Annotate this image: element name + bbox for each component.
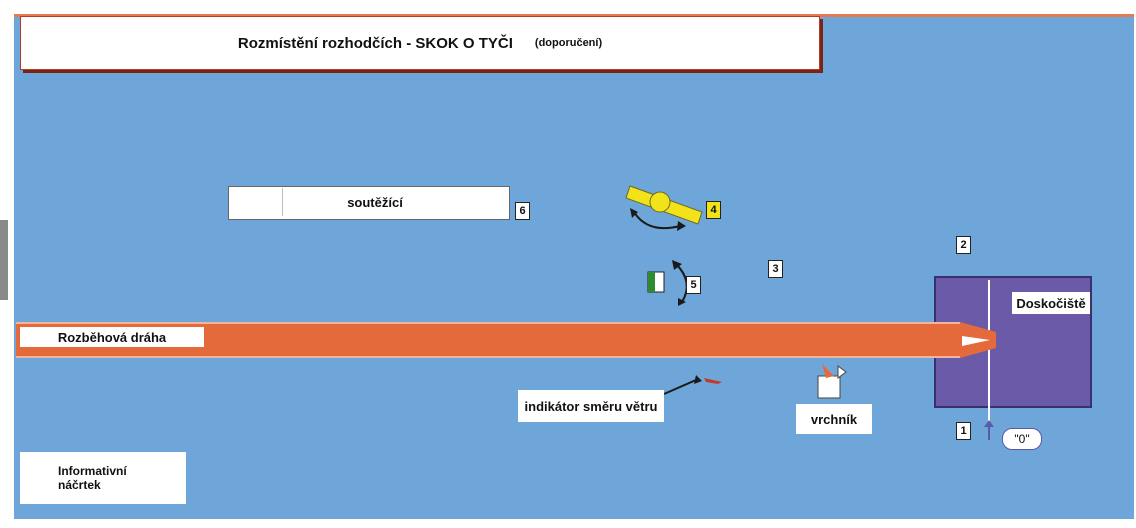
- info-note-line1: Informativní: [58, 464, 127, 478]
- position-1: 1: [956, 422, 971, 440]
- wind-indicator-label: indikátor směru větru: [518, 390, 664, 422]
- position-5: 5: [686, 276, 701, 294]
- competitors-label: soutěžící: [347, 194, 403, 210]
- arrowhead-5a: [672, 260, 682, 270]
- official-5-green: [648, 272, 655, 292]
- position-6: 6: [515, 202, 530, 220]
- chief-box: [817, 375, 841, 399]
- planting-box-shape: [962, 336, 990, 346]
- arrowhead-5b: [678, 298, 686, 306]
- arrowhead-4b: [677, 221, 686, 231]
- field-background: [14, 14, 1134, 519]
- info-note: Informativní náčrtek: [20, 452, 186, 504]
- runway-label: Rozběhová dráha: [20, 327, 204, 347]
- zero-pointer-head: [984, 420, 994, 427]
- chief-flag-white: [837, 365, 847, 379]
- position-2: 2: [956, 236, 971, 254]
- info-note-line2: náčrtek: [58, 478, 101, 492]
- competitors-box: [228, 186, 510, 220]
- landing-area-label: Doskočiště: [1012, 292, 1090, 314]
- arrowhead-4a: [630, 208, 638, 218]
- position-4: 4: [706, 201, 721, 219]
- zero-mark-label: "0": [1002, 428, 1042, 450]
- bar-standards-icon: [625, 185, 703, 231]
- wind-pointer-line: [663, 379, 697, 395]
- chief-flag-red: [822, 364, 834, 378]
- zero-line: [988, 280, 990, 430]
- title-box: Rozmístění rozhodčích - SKOK O TYČI (dop…: [20, 16, 820, 70]
- official-5-icon: [647, 260, 688, 306]
- position-3: 3: [768, 260, 783, 278]
- wind-flag: [704, 378, 722, 384]
- wind-indicator-icon: [663, 375, 722, 395]
- standard-circle: [649, 191, 671, 213]
- title-note: (doporučení): [534, 37, 603, 49]
- title-main: Rozmístění rozhodčích - SKOK O TYČI: [237, 34, 513, 52]
- wind-pointer-head: [694, 375, 702, 384]
- chief-label: vrchník: [796, 404, 872, 434]
- scan-edge-strip: [0, 220, 8, 300]
- competitors-box-divider: [282, 188, 283, 216]
- zero-pointer-icon: [984, 420, 994, 440]
- planting-box: [960, 322, 996, 358]
- rotation-arrow-4: [633, 211, 681, 230]
- chief-icon: [817, 364, 847, 399]
